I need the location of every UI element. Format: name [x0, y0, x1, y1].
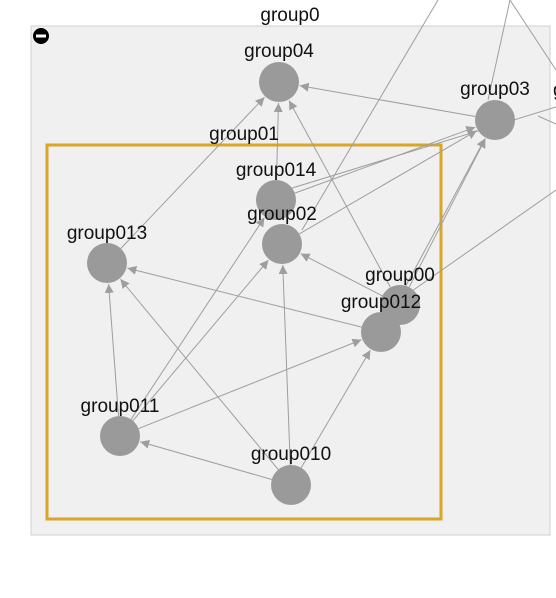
node-label-group012: group012	[341, 292, 421, 313]
node-circle-group012[interactable]	[361, 312, 401, 352]
minus-circle-icon[interactable]	[33, 28, 49, 44]
edge-group013-to-group04	[120, 96, 265, 249]
edge-group014-to-group03	[294, 126, 476, 194]
node-group011[interactable]	[100, 416, 140, 456]
group-label-inner: group01	[209, 124, 279, 145]
edge-group010-to-group013	[120, 278, 279, 470]
edge-group012-to-group03	[390, 138, 486, 315]
node-circle-group013[interactable]	[87, 243, 127, 283]
node-circle-group014[interactable]	[256, 180, 296, 220]
node-label-group00: group00	[365, 265, 435, 286]
edge-group00-to-group02	[300, 253, 383, 297]
node-group04[interactable]	[259, 62, 299, 102]
node-group010[interactable]	[271, 465, 311, 505]
edge-group00-to-group04	[288, 100, 391, 288]
node-group012[interactable]	[361, 312, 401, 352]
node-label-group014: group014	[236, 160, 317, 181]
edge-group012-to-group013	[127, 265, 362, 328]
node-label-group02: group02	[247, 204, 317, 225]
edge-group02-to-group03	[299, 130, 478, 235]
node-circle-group03[interactable]	[475, 100, 515, 140]
node-label-group03: group03	[460, 79, 530, 100]
node-circle-group010[interactable]	[271, 465, 311, 505]
group-box-inner[interactable]	[45, 143, 443, 521]
node-circle-group04[interactable]	[259, 62, 299, 102]
edge-group03-to-group04	[299, 82, 476, 118]
partial-node-label: g	[553, 80, 556, 101]
node-label-group010: group010	[251, 444, 331, 465]
edge-group010-to-group011	[140, 439, 272, 480]
node-group03[interactable]	[475, 100, 515, 140]
node-label-group04: group04	[244, 41, 314, 62]
edge-group011-to-group012	[138, 338, 362, 430]
edge-group00-to-group03	[408, 138, 486, 288]
node-circle-group02[interactable]	[262, 224, 302, 264]
node-group013[interactable]	[87, 243, 127, 283]
node-label-group013: group013	[67, 223, 147, 244]
edge-group011-to-group02	[132, 259, 269, 422]
node-group02[interactable]	[262, 224, 302, 264]
edge-group010-to-group02	[278, 264, 291, 466]
edge-group011-to-group014	[130, 217, 265, 420]
node-label-group011: group011	[81, 396, 160, 417]
edge-group010-to-group012	[300, 349, 371, 469]
node-layer: group04 group03 group014 group02 group013 gro…	[67, 41, 530, 505]
group-label-outer: group0	[260, 5, 319, 26]
node-circle-group011[interactable]	[100, 416, 140, 456]
edge-group011-to-group013	[104, 283, 119, 417]
edge-layer	[104, 82, 486, 480]
edge-group014-to-group04	[273, 102, 283, 181]
node-group014[interactable]	[256, 180, 296, 220]
